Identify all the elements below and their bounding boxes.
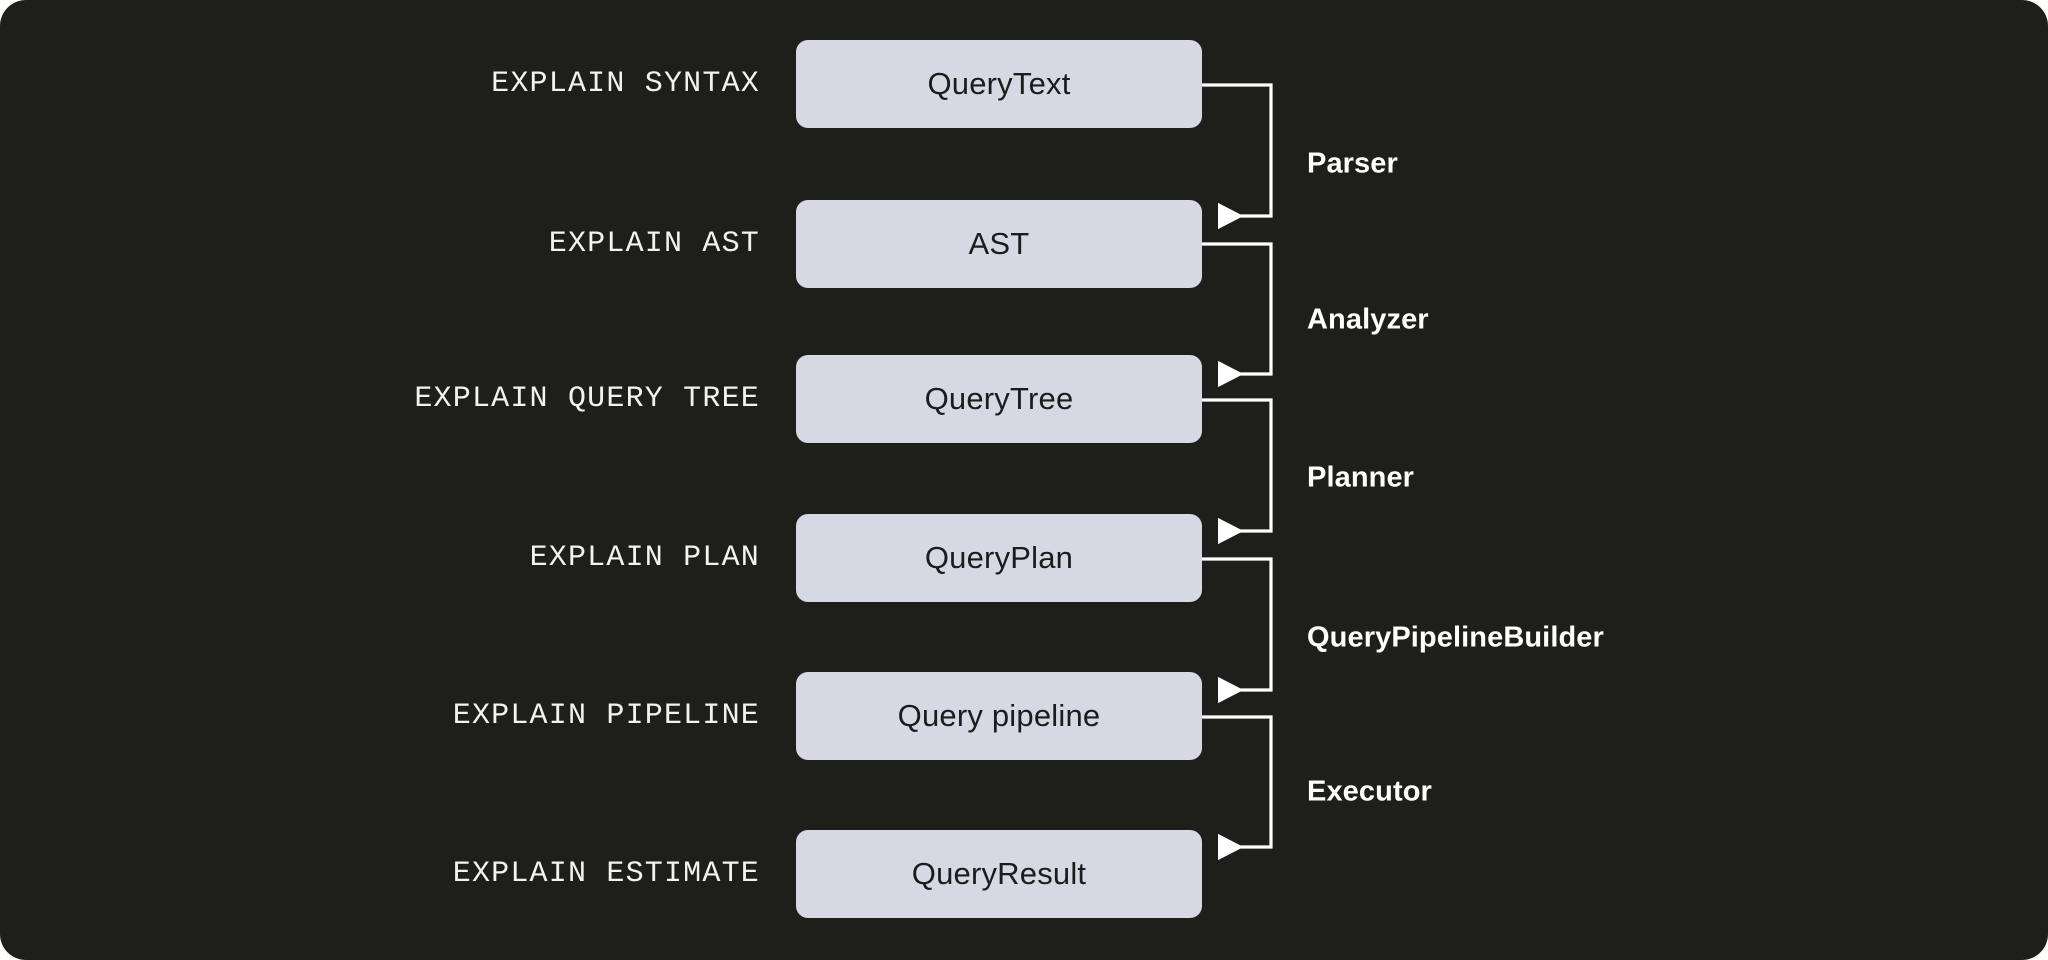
node-label-query-pipeline: Query pipeline bbox=[897, 698, 1101, 733]
node-box-querytree: QueryTree bbox=[796, 355, 1202, 443]
node-label-querytext: QueryText bbox=[927, 66, 1071, 101]
connector-planner bbox=[1202, 398, 1273, 545]
connector-executor bbox=[1202, 715, 1273, 861]
component-label-planner: Planner bbox=[1307, 461, 1415, 494]
component-label-executor: Executor bbox=[1307, 775, 1432, 808]
explain-label-query-tree: EXPLAIN QUERY TREE bbox=[414, 382, 760, 416]
node-box-query-pipeline: Query pipeline bbox=[796, 672, 1202, 760]
component-label-parser: Parser bbox=[1307, 147, 1398, 180]
node-label-queryplan: QueryPlan bbox=[924, 540, 1074, 575]
explain-label-syntax: EXPLAIN SYNTAX bbox=[491, 67, 760, 101]
explain-label-ast: EXPLAIN AST bbox=[548, 227, 760, 261]
connector-querypipelinebuilder bbox=[1202, 557, 1273, 704]
node-label-querytree: QueryTree bbox=[924, 381, 1074, 416]
component-label-querypipelinebuilder: QueryPipelineBuilder bbox=[1307, 621, 1604, 654]
explain-label-estimate: EXPLAIN ESTIMATE bbox=[452, 857, 760, 891]
connector-parser bbox=[1202, 83, 1273, 230]
node-box-ast: AST bbox=[796, 200, 1202, 288]
explain-label-plan: EXPLAIN PLAN bbox=[529, 541, 760, 575]
component-label-analyzer: Analyzer bbox=[1307, 303, 1429, 336]
node-box-queryplan: QueryPlan bbox=[796, 514, 1202, 602]
connector-analyzer bbox=[1202, 242, 1273, 388]
explain-label-pipeline: EXPLAIN PIPELINE bbox=[452, 699, 760, 733]
node-box-querytext: QueryText bbox=[796, 40, 1202, 128]
node-label-queryresult: QueryResult bbox=[911, 856, 1087, 891]
node-label-ast: AST bbox=[968, 226, 1030, 261]
node-box-queryresult: QueryResult bbox=[796, 830, 1202, 918]
